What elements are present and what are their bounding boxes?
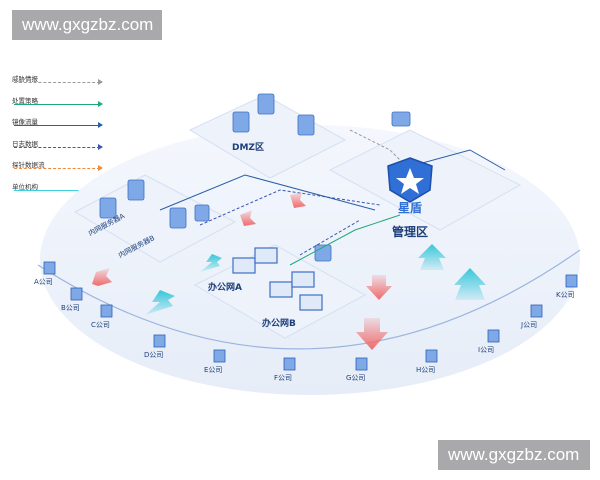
dmz-label: DMZ区 <box>232 142 264 153</box>
red-arrow-icon <box>92 268 112 286</box>
brand-label: 星盾 <box>398 200 422 215</box>
legend-label: 镜像流量 <box>12 118 38 127</box>
company-label: H公司 <box>416 366 435 374</box>
connection-lines <box>159 129 506 266</box>
legend-arrow-icon <box>98 79 103 85</box>
company-building-icon <box>355 357 368 371</box>
legend-line <box>14 146 100 148</box>
company-label: A公司 <box>34 278 53 286</box>
server-icon <box>127 179 145 201</box>
cyan-arrow-icon <box>145 290 175 315</box>
cyan-arrow-icon <box>200 254 222 272</box>
legend-item: 威胁情报 <box>6 74 126 96</box>
monitor-icon <box>254 247 278 264</box>
red-arrow-icon <box>356 318 388 350</box>
server-icon <box>194 204 210 222</box>
company-label: K公司 <box>556 291 575 299</box>
company-building-icon <box>43 261 56 275</box>
legend-label: 探针数据流 <box>12 161 45 170</box>
company-building-icon <box>100 304 113 318</box>
company-label: D公司 <box>144 351 163 359</box>
legend-arrow-icon <box>98 100 103 107</box>
red-arrow-icon <box>366 275 392 300</box>
watermark-top: www.gxgzbz.com <box>12 10 162 40</box>
office-a-label: 办公网A <box>208 281 242 293</box>
legend-line <box>14 125 100 127</box>
office-b-label: 办公网B <box>262 317 296 329</box>
company-label: F公司 <box>274 374 292 382</box>
policy-line <box>289 214 401 266</box>
monitor-icon <box>299 294 323 311</box>
legend-label: 威胁情报 <box>12 75 38 83</box>
legend-line <box>14 103 100 105</box>
mirror-traffic-line <box>159 174 376 211</box>
legend-arrow-icon <box>98 165 103 172</box>
red-arrow-icon <box>290 192 306 208</box>
red-arrow-group <box>92 192 392 350</box>
red-arrow-icon <box>240 210 256 226</box>
company-ring <box>37 249 581 350</box>
shield-icon <box>387 157 433 203</box>
watermark-bottom: www.gxgzbz.com <box>438 440 590 470</box>
company-building-icon <box>530 304 543 318</box>
legend-arrow-icon <box>98 122 103 129</box>
internal-zone <box>73 174 237 263</box>
company-building-icon <box>425 349 438 363</box>
log-data-line <box>199 189 381 226</box>
legend-item: 处置策略 <box>6 96 126 118</box>
floor-ellipse <box>40 125 580 395</box>
company-building-icon <box>565 274 578 288</box>
legend-line <box>14 168 100 170</box>
legend-item: 日志数据 <box>6 139 126 161</box>
legend-item: 镜像流量 <box>6 117 126 139</box>
management-label: 管理区 <box>392 224 428 239</box>
monitor-icon <box>269 281 293 298</box>
legend-item: 探针数据流 <box>6 160 126 182</box>
legend-line <box>14 189 100 191</box>
company-building-icon <box>283 357 296 371</box>
server-icon <box>232 111 250 133</box>
cyan-arrow-icon <box>418 244 446 270</box>
company-label: I公司 <box>478 346 494 354</box>
company-building-icon <box>487 329 500 343</box>
server-icon <box>169 207 187 229</box>
cyan-arrow-icon <box>454 268 486 300</box>
company-label: G公司 <box>346 374 365 382</box>
log-data-line <box>299 219 361 256</box>
server-icon <box>257 93 275 115</box>
server-icon <box>391 111 411 127</box>
management-line <box>414 149 506 171</box>
company-label: E公司 <box>204 366 222 374</box>
company-building-icon <box>213 349 226 363</box>
monitor-icon <box>291 271 315 288</box>
legend: 威胁情报 处置策略 镜像流量 日志数据 探针数据流 单位机构 <box>6 74 126 204</box>
company-label: B公司 <box>61 304 80 312</box>
server-group <box>99 93 411 262</box>
legend-label: 单位机构 <box>12 182 38 191</box>
company-building-icon <box>153 334 166 348</box>
company-label: J公司 <box>520 321 537 329</box>
company-building-icon <box>70 287 83 301</box>
server-icon <box>297 114 315 136</box>
monitor-group <box>232 247 323 311</box>
dmz-zone <box>188 94 347 179</box>
legend-line <box>14 82 100 83</box>
monitor-icon <box>232 257 256 274</box>
server-icon <box>99 197 117 219</box>
legend-arrow-icon <box>98 143 103 150</box>
cyan-arrow-group <box>145 244 486 315</box>
legend-label: 处置策略 <box>12 96 38 105</box>
company-ring-group: A公司 B公司 C公司 D公司 E公司 F公司 G公司 H公司 I公司 J公司 K公司 <box>34 261 578 382</box>
company-label: C公司 <box>91 321 110 329</box>
legend-label: 日志数据 <box>12 139 38 148</box>
